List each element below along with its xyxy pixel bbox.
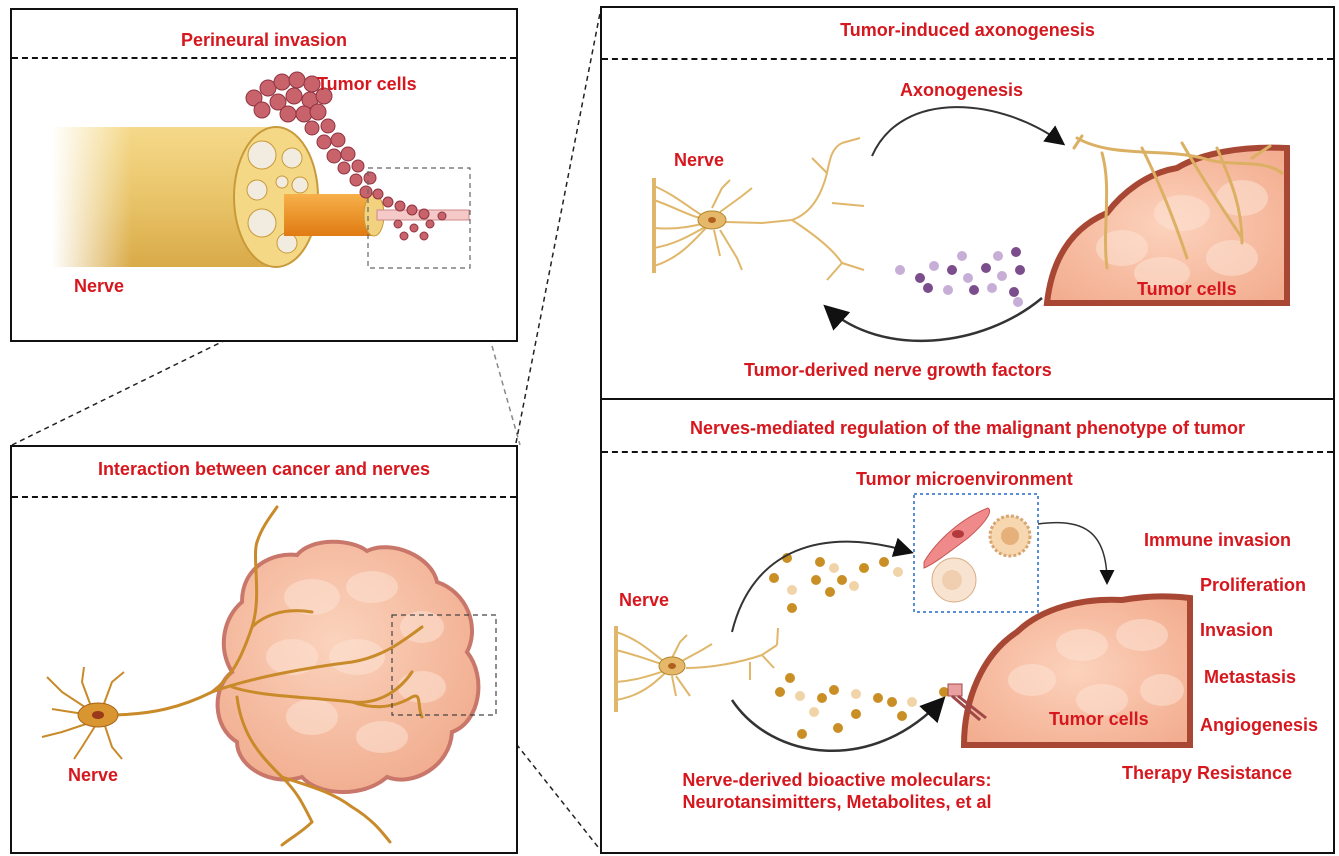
- axonogenesis-arrow: [871, 106, 1066, 157]
- zoom-box: [391, 614, 497, 716]
- panel-title: Nerves-mediated regulation of the malign…: [689, 418, 1246, 438]
- growth-factor-arrow: [823, 297, 1043, 343]
- tumor-cells-label: Tumor cells: [317, 74, 417, 94]
- axonogenesis-label: Axonogenesis: [900, 80, 1024, 100]
- fascicle: [246, 179, 268, 201]
- phenotype-angiogenesis: Angiogenesis: [1200, 715, 1319, 735]
- neuron-nucleus: [708, 217, 716, 223]
- bioactive-particles-lower: [775, 673, 949, 739]
- phenotype-immune-invasion: Immune invasion: [1144, 530, 1292, 550]
- panel-title: Perineural invasion: [180, 30, 348, 50]
- panel-title: Tumor-induced axonogenesis: [840, 20, 1095, 40]
- immune-cell-nucleus: [1001, 527, 1019, 545]
- title-divider: [602, 58, 1333, 60]
- phenotype-proliferation: Proliferation: [1200, 575, 1307, 595]
- tumor-texture: [1008, 619, 1184, 716]
- microenvironment-arrow: [1037, 521, 1115, 585]
- panel-axonogenesis: Tumor-induced axonogenesis: [600, 6, 1335, 400]
- panel-regulation: Nerves-mediated regulation of the malign…: [600, 398, 1335, 854]
- tumor-cells-label: Tumor cells: [1137, 279, 1237, 299]
- nerve-label: Nerve: [619, 590, 670, 610]
- fascicle: [247, 140, 277, 170]
- fascicle: [291, 176, 309, 194]
- phenotype-therapy-resistance: Therapy Resistance: [1122, 763, 1293, 783]
- growth-factors-label: Tumor-derived nerve growth factors: [744, 360, 1052, 380]
- neuron-nucleus: [92, 711, 104, 719]
- phenotype-metastasis: Metastasis: [1204, 667, 1297, 687]
- nerve-fade: [52, 127, 132, 267]
- nerve-label: Nerve: [68, 765, 119, 785]
- panel-title: Interaction between cancer and nerves: [97, 459, 431, 479]
- zoom-box: [367, 167, 471, 269]
- lower-arrow: [730, 696, 946, 753]
- nerve-cross-section-illustration: [52, 71, 471, 269]
- axonogenesis-illustration: [652, 106, 1290, 343]
- tumor-axons: [1072, 134, 1284, 270]
- macrophage-nucleus: [942, 570, 962, 590]
- tumor-cells-label: Tumor cells: [1049, 709, 1149, 729]
- microenvironment-label: Tumor microenvironment: [856, 469, 1073, 489]
- phenotype-invasion: Invasion: [1200, 620, 1274, 640]
- growth-factor-particles: [895, 247, 1025, 307]
- tumor-cell-cluster: [245, 71, 447, 241]
- title-divider: [602, 451, 1333, 453]
- tumor-texture: [266, 571, 446, 753]
- neuron-nucleus: [668, 663, 676, 669]
- fibroblast-nucleus: [952, 530, 964, 538]
- cancer-nerve-illustration: [41, 505, 497, 847]
- title-divider: [12, 496, 516, 498]
- bioactive-label-line1: Nerve-derived bioactive moleculars:: [682, 770, 992, 790]
- perineurium-tube: [284, 194, 374, 236]
- panel-interaction: Interaction between cancer and nerves: [10, 445, 518, 854]
- title-divider: [12, 57, 516, 59]
- bioactive-particles-upper: [769, 553, 903, 613]
- receptor: [947, 683, 987, 722]
- fascicle: [247, 208, 277, 238]
- bioactive-label-line2: Neurotansimitters, Metabolites, et al: [682, 792, 992, 812]
- neuron-dendrites: [653, 137, 865, 281]
- nerve-label: Nerve: [674, 150, 725, 170]
- fibroblast-cell: [923, 507, 990, 569]
- fascicle: [275, 175, 289, 189]
- fascicle: [281, 147, 303, 169]
- nerve-label: Nerve: [74, 276, 125, 296]
- neuron-dendrites: [615, 627, 779, 701]
- upper-arrow: [731, 537, 914, 633]
- connector-line: [515, 7, 602, 444]
- regulation-illustration: [614, 493, 1193, 753]
- microenvironment-box: [913, 493, 1039, 613]
- panel-perineural-invasion: Perineural invasion: [10, 8, 518, 342]
- nerve-branches: [105, 505, 424, 847]
- connector-line: [11, 269, 369, 446]
